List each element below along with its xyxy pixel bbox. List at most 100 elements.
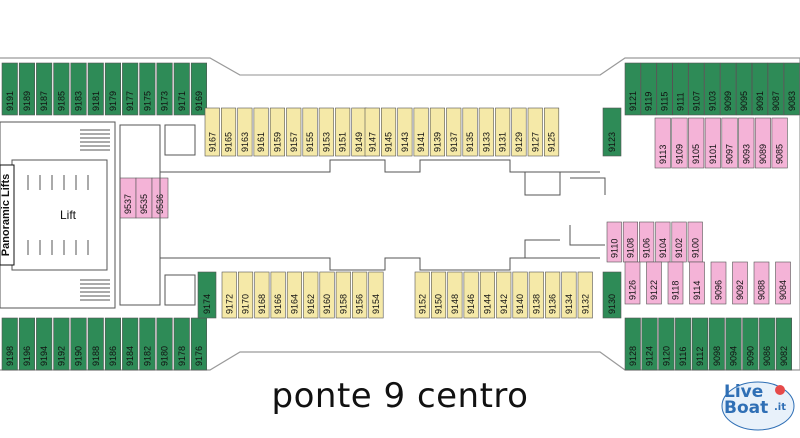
cabin-number-9176: 9176 [194, 346, 204, 366]
cabin-9084 [775, 261, 791, 305]
cabin-9128 [624, 317, 641, 371]
cabin-number-9142: 9142 [499, 294, 509, 314]
cabin-9085 [771, 117, 788, 169]
cabin-number-9152: 9152 [417, 294, 427, 314]
cabin-block-bottom-mid-end: 9130 [602, 271, 622, 319]
cabin-number-9194: 9194 [39, 346, 49, 366]
panoramic-lifts-box [0, 164, 15, 266]
cabin-9114 [689, 261, 705, 305]
cabin-9088 [753, 261, 770, 305]
cabin-9103 [704, 62, 721, 116]
cabin-9194 [36, 317, 53, 371]
cabin-number-9143: 9143 [400, 132, 410, 152]
cabin-9118 [667, 261, 684, 305]
cabin-number-9121: 9121 [628, 91, 638, 111]
cabin-number-9144: 9144 [482, 294, 492, 314]
cabin-9141 [413, 107, 429, 157]
central-corridor [119, 124, 606, 306]
cabin-number-9153: 9153 [321, 132, 331, 152]
cabin-9087 [767, 62, 784, 116]
cabin-9186 [104, 317, 121, 371]
cabin-9125 [543, 107, 560, 157]
cabin-number-9083: 9083 [787, 91, 797, 111]
cabin-9161 [253, 107, 269, 157]
cabin-9145 [380, 107, 397, 157]
cabin-number-9099: 9099 [723, 91, 733, 111]
cabin-number-9148: 9148 [450, 294, 460, 314]
cabin-number-9181: 9181 [91, 91, 101, 111]
cabin-9160 [319, 271, 335, 319]
cabin-number-9113: 9113 [658, 145, 668, 164]
cabin-number-9134: 9134 [564, 294, 574, 314]
cabin-number-9154: 9154 [371, 294, 381, 314]
cabin-number-9125: 9125 [547, 132, 557, 152]
cabin-9166 [270, 271, 286, 319]
cabin-number-9168: 9168 [257, 294, 267, 314]
cabin-number-9140: 9140 [515, 294, 525, 314]
cabin-number-9106: 9106 [642, 238, 652, 258]
cabin-9182 [139, 317, 156, 371]
cabin-number-9123: 9123 [607, 132, 617, 152]
cabin-9135 [462, 107, 478, 157]
cabin-9110 [606, 221, 622, 263]
cabin-number-9179: 9179 [108, 91, 118, 111]
cabin-number-9189: 9189 [22, 91, 32, 111]
cabin-9119 [640, 62, 657, 116]
cabin-block-top-mid-end: 9123 [602, 107, 622, 157]
hull-outline [0, 57, 800, 371]
cabin-number-9092: 9092 [735, 280, 745, 300]
cabin-number-9166: 9166 [273, 294, 283, 314]
cabin-number-9161: 9161 [256, 132, 266, 152]
cabin-9184 [122, 317, 139, 371]
cabin-9172 [221, 271, 237, 319]
cabin-number-9146: 9146 [466, 294, 476, 314]
cabin-number-9180: 9180 [160, 346, 170, 366]
cabin-9174 [197, 271, 217, 319]
cabin-number-9095: 9095 [739, 91, 749, 111]
cabin-number-9186: 9186 [108, 346, 118, 366]
cabin-9107 [688, 62, 705, 116]
cabin-number-9155: 9155 [305, 132, 315, 152]
cabin-9096 [710, 261, 727, 305]
cabin-number-9156: 9156 [355, 294, 365, 314]
cabin-9150 [430, 271, 447, 319]
cabin-9093 [738, 117, 755, 169]
cabin-9198 [1, 317, 18, 371]
cabin-number-9132: 9132 [580, 294, 590, 314]
cabin-number-9124: 9124 [645, 346, 655, 366]
cabin-number-9119: 9119 [644, 92, 654, 111]
cabin-9167 [204, 107, 220, 157]
cabin-9180 [156, 317, 173, 371]
cabin-9097 [721, 117, 738, 169]
cabin-number-9104: 9104 [658, 238, 668, 258]
cabin-9130 [602, 271, 622, 319]
cabin-number-9135: 9135 [465, 132, 475, 152]
cabin-number-9107: 9107 [691, 91, 701, 111]
lift-label: Lift [60, 208, 77, 222]
cabin-number-9177: 9177 [125, 91, 135, 111]
cabin-9095 [735, 62, 753, 116]
cabin-number-9120: 9120 [661, 346, 671, 366]
cabin-9146 [463, 271, 479, 319]
cabin-number-9111: 9111 [675, 92, 685, 111]
cabin-9121 [624, 62, 641, 116]
cabin-number-9094: 9094 [729, 346, 739, 366]
cabin-9137 [446, 107, 462, 157]
cabin-number-9097: 9097 [725, 144, 735, 164]
cabin-number-9122: 9122 [649, 280, 659, 300]
cabin-number-9196: 9196 [22, 346, 32, 366]
cabin-9136 [545, 271, 561, 319]
cabin-number-9138: 9138 [531, 294, 541, 314]
cabin-number-9105: 9105 [691, 144, 701, 164]
cabin-9127 [527, 107, 543, 157]
